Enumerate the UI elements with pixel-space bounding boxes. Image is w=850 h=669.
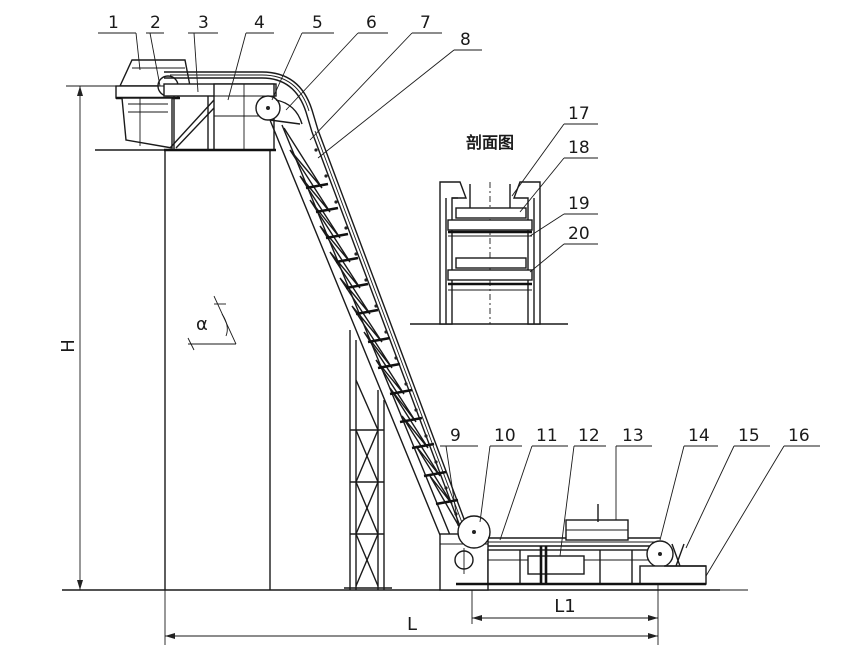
part-label-17: 17 — [568, 104, 590, 124]
part-label-9: 9 — [450, 426, 461, 446]
length1-label: L1 — [554, 596, 575, 617]
support-building — [95, 149, 271, 590]
part-label-2: 2 — [150, 13, 161, 33]
part-label-11: 11 — [536, 426, 558, 446]
part-label-16: 16 — [788, 426, 810, 446]
part-labels: 1 2 3 4 5 6 7 8 9 10 11 12 13 14 15 16 1… — [108, 13, 810, 446]
part-label-1: 1 — [108, 13, 119, 33]
length1-dimension: L1 — [471, 590, 658, 624]
inclined-section — [269, 119, 471, 538]
part-label-6: 6 — [366, 13, 377, 33]
part-label-10: 10 — [494, 426, 516, 446]
part-label-18: 18 — [568, 138, 590, 158]
length-dimension: L — [164, 584, 659, 645]
length-label: L — [407, 614, 417, 635]
angle-indicator: α — [187, 295, 237, 351]
part-label-8: 8 — [460, 30, 471, 50]
leader-lines — [98, 32, 820, 577]
part-label-12: 12 — [578, 426, 600, 446]
section-view: 剖面图 — [410, 133, 568, 325]
part-label-7: 7 — [420, 13, 431, 33]
head-drive-unit — [115, 59, 281, 152]
part-label-14: 14 — [688, 426, 710, 446]
support-tower — [344, 330, 392, 590]
part-label-3: 3 — [198, 13, 209, 33]
angle-label: α — [196, 314, 208, 335]
height-label: H — [58, 339, 79, 353]
part-label-19: 19 — [568, 194, 590, 214]
part-label-13: 13 — [622, 426, 644, 446]
upper-curve — [164, 71, 319, 133]
part-label-20: 20 — [568, 224, 590, 244]
height-dimension: H — [58, 85, 120, 590]
part-label-4: 4 — [254, 13, 265, 33]
tail-section — [439, 504, 707, 591]
section-title: 剖面图 — [466, 133, 514, 152]
part-label-15: 15 — [738, 426, 760, 446]
part-label-5: 5 — [312, 13, 323, 33]
